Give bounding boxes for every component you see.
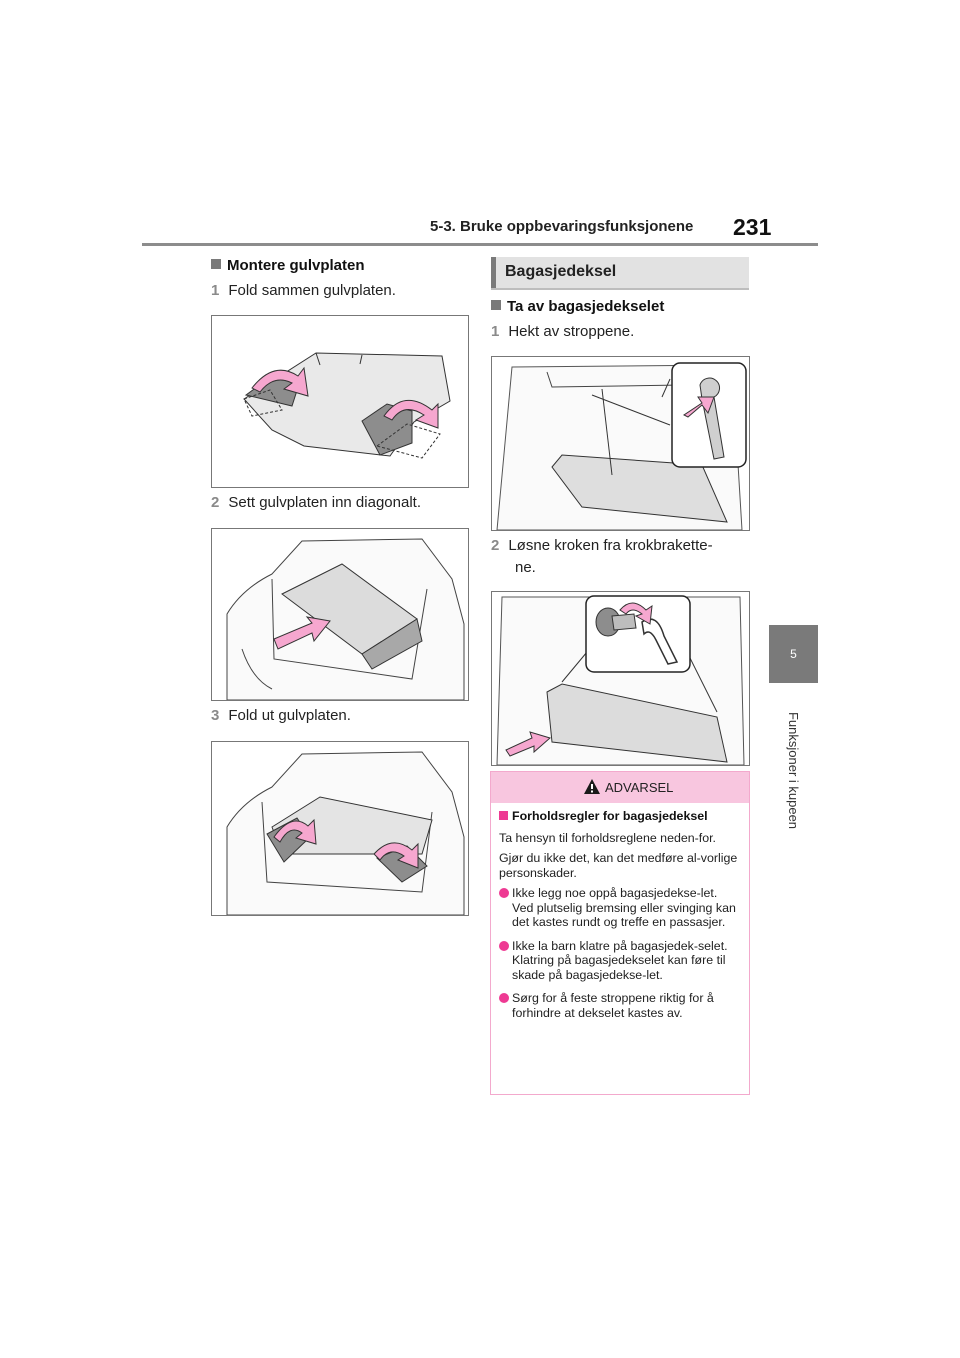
- section-bar-luggage-cover: Bagasjedeksel: [491, 257, 749, 290]
- chapter-title-text: Funksjoner i kupeen: [786, 711, 802, 829]
- warning-paragraph-2: Gjør du ikke det, kan det medføre al-vor…: [499, 851, 738, 880]
- heading-remove-cover: Ta av bagasjedekselet: [491, 298, 664, 315]
- section-title: Bagasjedeksel: [505, 263, 617, 280]
- running-header-section: 5-3. Bruke oppbevaringsfunksjonene: [430, 218, 694, 235]
- chapter-title-vertical: Funksjoner i kupeen: [768, 690, 820, 850]
- warning-bullet: Ikke la barn klatre på bagasjedek-selet.…: [499, 939, 741, 983]
- warning-bullet: Ikke legg noe oppå bagasjedekse-let. Ved…: [499, 886, 741, 930]
- right-step-2-continued: ne.: [515, 559, 536, 576]
- section-bar-marker: [491, 257, 496, 288]
- pink-dot-bullet-icon: [499, 993, 509, 1003]
- figure-release-hook: [491, 591, 750, 766]
- figure-unhook-straps: [491, 356, 750, 531]
- square-bullet-icon: [211, 259, 221, 269]
- square-bullet-icon: [491, 300, 501, 310]
- warning-triangle-icon: [584, 779, 600, 794]
- header-rule: [142, 243, 818, 246]
- pink-dot-bullet-icon: [499, 940, 509, 951]
- warning-bullet: Sørg for å feste stroppene riktig for å …: [499, 991, 741, 1020]
- page-number: 231: [733, 214, 772, 240]
- warning-label: ADVARSEL: [605, 780, 674, 795]
- figure-insert-floor-diagonally: [211, 528, 469, 701]
- pink-dot-bullet-icon: [499, 888, 509, 898]
- warning-box: ADVARSEL Forholdsregler for bagasjedekse…: [490, 771, 750, 1095]
- figure-unfold-floor-board: [211, 741, 469, 916]
- pink-square-bullet-icon: [499, 811, 508, 820]
- warning-header: ADVARSEL: [491, 772, 749, 803]
- figure-fold-floor-board: [211, 315, 469, 488]
- chapter-tab: 5: [769, 625, 818, 683]
- warning-body: Forholdsregler for bagasjedeksel Ta hens…: [491, 803, 749, 1020]
- warning-paragraph-1: Ta hensyn til forholdsreglene neden-for.: [499, 830, 716, 845]
- heading-install-floor: Montere gulvplaten: [211, 257, 365, 274]
- warning-heading: Forholdsregler for bagasjedeksel: [499, 809, 741, 824]
